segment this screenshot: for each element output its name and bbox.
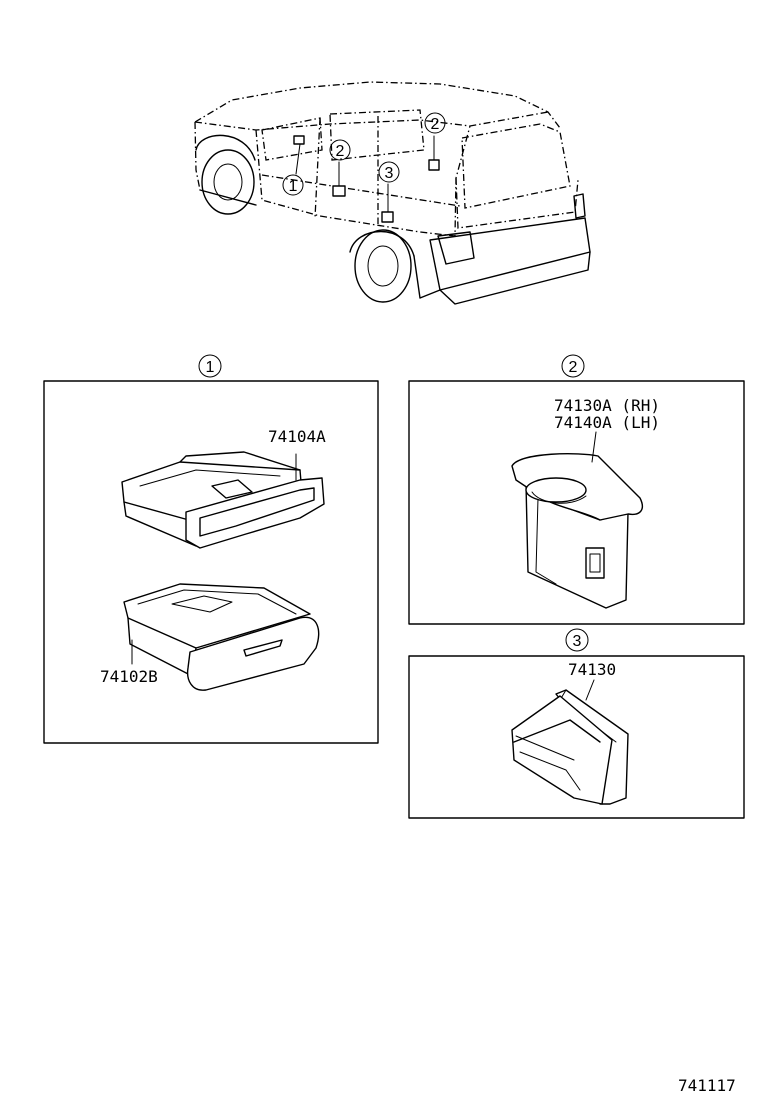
ashtray-74130	[511, 679, 629, 805]
part-label-74104A: 74104A	[268, 427, 326, 446]
vehicle-callout-2-rear: 2	[424, 112, 446, 134]
panel-3: 3 74130	[408, 628, 745, 819]
vehicle-callout-2-front: 2	[329, 139, 351, 161]
svg-text:3: 3	[573, 633, 582, 650]
part-label-74130: 74130	[568, 660, 616, 679]
vehicle-illustration	[194, 81, 591, 305]
panel-3-frame	[408, 655, 745, 819]
part-label-74102B: 74102B	[100, 667, 158, 686]
part-label-74140A: 74140A (LH)	[554, 413, 660, 432]
panel-1-frame	[43, 380, 379, 744]
panel-1-callout: 1	[198, 354, 222, 378]
svg-text:2: 2	[569, 359, 578, 376]
panel-2-frame	[408, 380, 745, 625]
ashtray-drawer-74102B	[123, 583, 320, 691]
vehicle-callout-1: 1	[282, 174, 304, 196]
panel-1: 1 74104A 74102B	[43, 354, 379, 744]
svg-text:1: 1	[206, 359, 215, 376]
svg-text:2: 2	[431, 116, 440, 133]
ashtray-housing-74104A	[121, 451, 325, 549]
panel-3-callout: 3	[565, 628, 589, 652]
svg-text:3: 3	[385, 165, 394, 182]
diagram-number: 741117	[678, 1076, 736, 1095]
panel-2-callout: 2	[561, 354, 585, 378]
panel-2: 2 74130A (RH) 74140A (LH)	[408, 354, 745, 625]
vehicle-callout-3: 3	[378, 161, 400, 183]
part-label-74130A: 74130A (RH)	[554, 396, 660, 415]
svg-text:1: 1	[289, 178, 298, 195]
svg-text:2: 2	[336, 143, 345, 160]
ashtray-74130A	[511, 431, 644, 609]
